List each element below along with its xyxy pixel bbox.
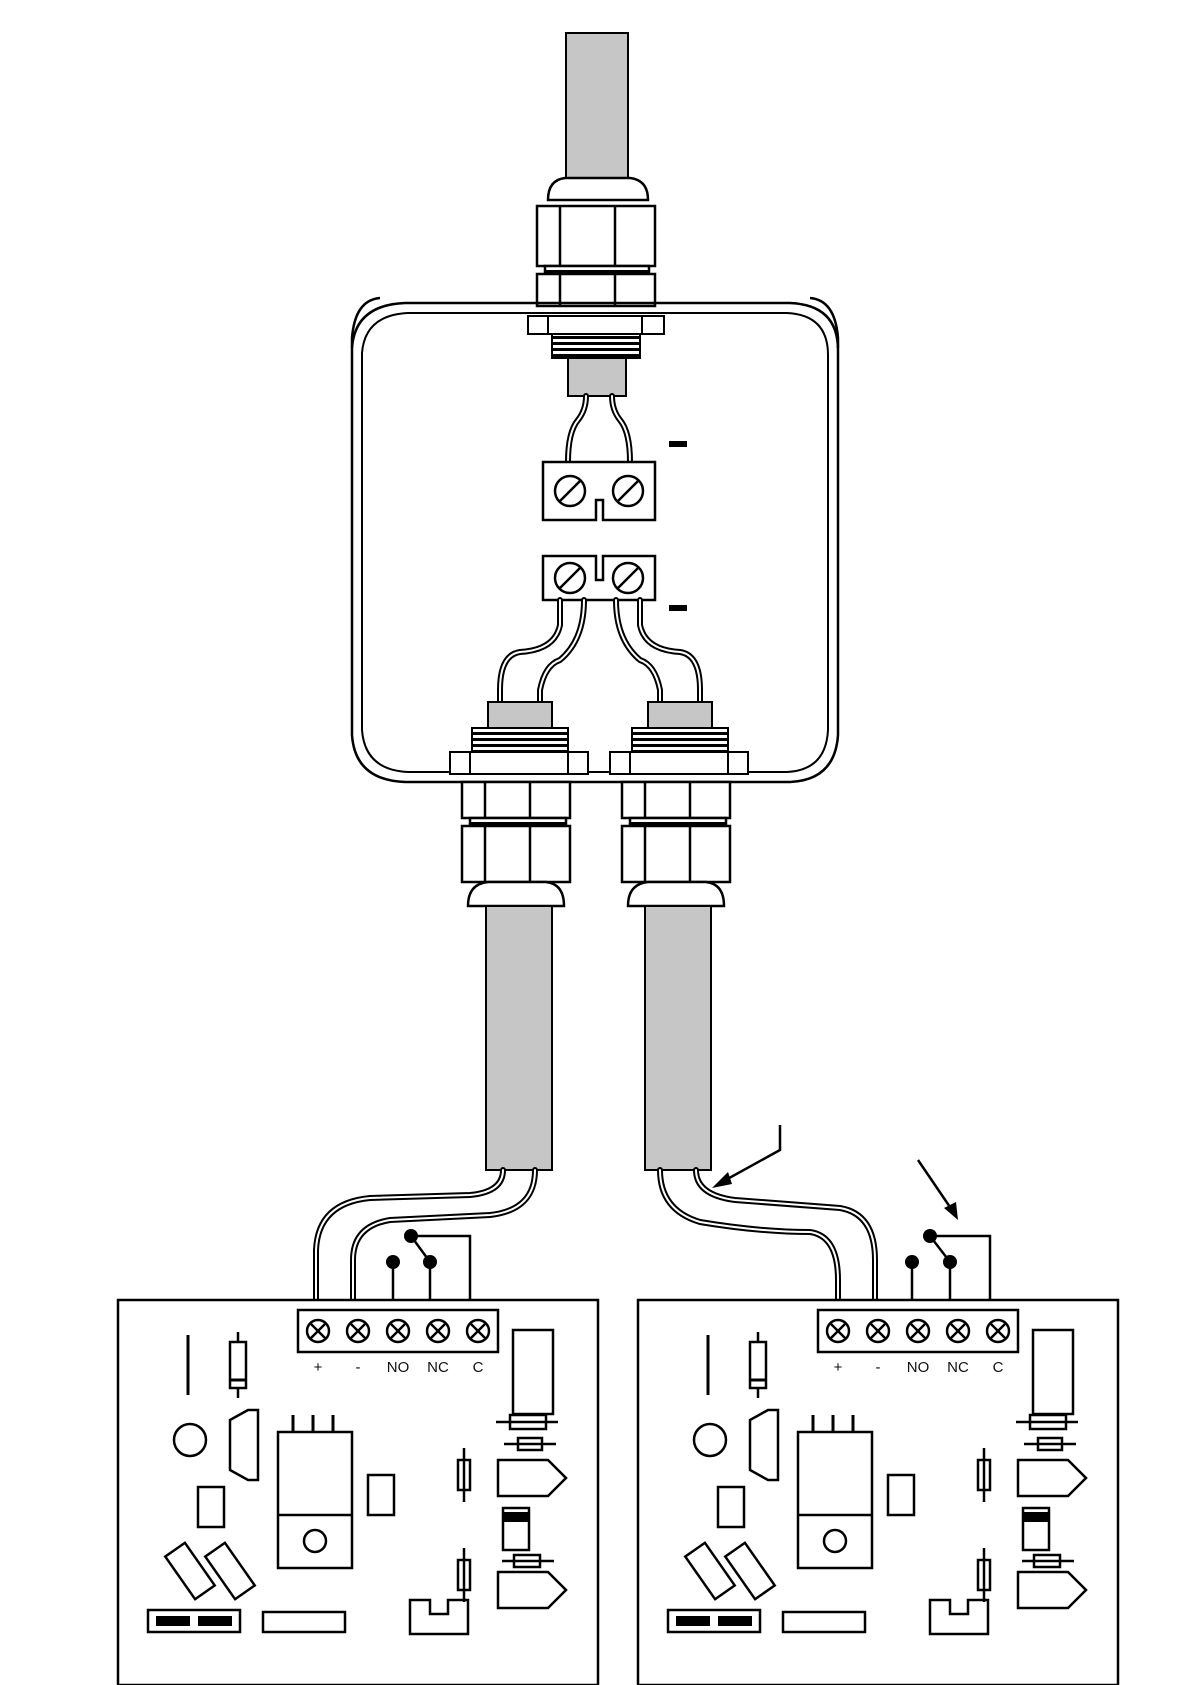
- resistor-component: [368, 1475, 394, 1515]
- junction-mark-bottom-bar: [669, 605, 687, 611]
- capacitor-component: [694, 1424, 726, 1456]
- left-box-entry-nut: [450, 702, 588, 774]
- terminal-label: C: [993, 1359, 1004, 1376]
- cable-pointer-arrowhead: [712, 1172, 732, 1188]
- regulator-component: [750, 1410, 778, 1480]
- contact-pointer-arrow: [918, 1160, 952, 1210]
- terminal-label: NC: [947, 1359, 969, 1376]
- terminal-label: +: [314, 1359, 323, 1376]
- label-pad: [783, 1612, 865, 1632]
- top-cable-gland: [537, 178, 655, 306]
- resistor-component: [718, 1487, 744, 1527]
- right-outgoing-cable: [645, 906, 711, 1170]
- capacitor-component: [174, 1424, 206, 1456]
- circuit-board-right: + - NO NC C: [638, 1300, 1118, 1685]
- label-pad: [263, 1612, 345, 1632]
- terminal-label: C: [473, 1359, 484, 1376]
- buzzer-component: [513, 1330, 553, 1414]
- incoming-wires: [568, 396, 630, 462]
- left-bottom-gland: [462, 782, 570, 906]
- terminal-label: -: [876, 1359, 881, 1376]
- circuit-board-left: + - NO NC C: [118, 1300, 598, 1685]
- terminal-label: NC: [427, 1359, 449, 1376]
- resistor-component: [198, 1487, 224, 1527]
- regulator-component: [230, 1410, 258, 1480]
- terminal-label: -: [356, 1359, 361, 1376]
- left-outgoing-cable: [486, 906, 552, 1170]
- board-wires: [316, 1170, 875, 1300]
- junction-mark-top-bar: [669, 441, 687, 447]
- right-bottom-gland: [622, 782, 730, 906]
- buzzer-component: [1033, 1330, 1073, 1414]
- resistor-component: [888, 1475, 914, 1515]
- outgoing-wires: [500, 600, 700, 712]
- top-incoming-cable: [566, 33, 628, 188]
- top-box-entry-nut: [528, 316, 664, 396]
- cable-pointer-arrow: [722, 1125, 780, 1182]
- right-box-entry-nut: [610, 702, 748, 774]
- terminal-label: +: [834, 1359, 843, 1376]
- contact-pointer-arrowhead: [944, 1202, 958, 1220]
- terminal-label: NO: [387, 1359, 410, 1376]
- terminal-label: NO: [907, 1359, 930, 1376]
